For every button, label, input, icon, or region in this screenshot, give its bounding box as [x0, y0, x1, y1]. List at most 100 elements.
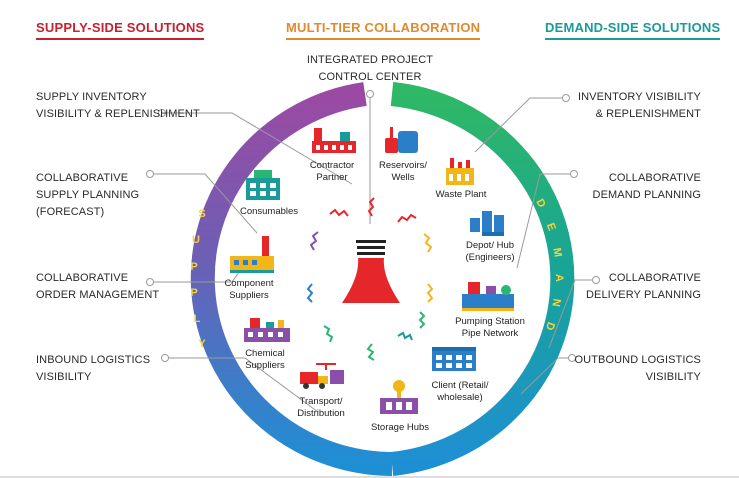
- node-line: Consumables: [239, 206, 299, 217]
- center-title-line-2: CONTROL CENTER: [318, 71, 422, 83]
- connector-right-4: [520, 357, 572, 395]
- node-line: Contractor: [309, 160, 355, 171]
- node-chemical-suppliers: Chemical Suppliers: [234, 348, 296, 372]
- connector-left-4: [165, 357, 319, 413]
- node-line: Storage Hubs: [370, 422, 430, 433]
- label-collaborative-order-management: COLLABORATIVE ORDER MANAGEMENT: [36, 270, 159, 304]
- label-line: INVENTORY VISIBILITY: [577, 91, 701, 103]
- center-title: INTEGRATED PROJECT CONTROL CENTER: [302, 52, 438, 86]
- waste-plant-icon: [446, 158, 474, 185]
- label-inbound-logistics: INBOUND LOGISTICS VISIBILITY: [36, 352, 150, 386]
- node-line: Pumping Station: [455, 316, 525, 327]
- ray-left-2: [306, 283, 314, 303]
- label-inventory-visibility: INVENTORY VISIBILITY & REPLENISHMENT: [578, 89, 701, 123]
- label-line: COLLABORATIVE: [36, 272, 129, 284]
- label-line: OUTBOUND LOGISTICS: [574, 354, 701, 366]
- demand-arc: [390, 82, 575, 476]
- label-outbound-logistics: OUTBOUND LOGISTICS VISIBILITY: [575, 352, 701, 386]
- storage-hubs-icon: [380, 380, 418, 414]
- chemical-suppliers-icon: [244, 318, 290, 342]
- ray-right-2: [426, 283, 434, 303]
- label-line: VISIBILITY: [36, 371, 92, 383]
- node-client: Client (Retail/ wholesale): [420, 380, 500, 404]
- node-line: Pipe Network: [461, 328, 519, 339]
- ray-top-right: [397, 213, 417, 223]
- node-line: Client (Retail/: [431, 380, 489, 391]
- node-line: Partner: [316, 172, 348, 183]
- arc-letter-e: E: [544, 221, 558, 232]
- label-line: COLLABORATIVE: [608, 172, 701, 184]
- node-transport-distribution: Transport/ Distribution: [286, 396, 356, 420]
- arc-letter-y: Y: [198, 338, 206, 350]
- node-line: Depot/ Hub: [465, 240, 515, 251]
- label-line: (FORECAST): [36, 206, 105, 218]
- consumables-icon: [246, 170, 280, 200]
- node-component-suppliers: Component Suppliers: [214, 278, 284, 302]
- label-line: DELIVERY PLANNING: [585, 289, 701, 301]
- label-line: INBOUND LOGISTICS: [36, 354, 151, 366]
- reservoirs-icon: [385, 127, 418, 153]
- label-line: DEMAND PLANNING: [592, 189, 701, 201]
- contractor-icon: [312, 128, 356, 153]
- ray-bottom: [366, 343, 375, 361]
- node-contractor-partner: Contractor Partner: [302, 160, 362, 184]
- node-line: Suppliers: [245, 360, 285, 371]
- ray-left-3: [323, 325, 334, 343]
- connector-right-2: [516, 173, 574, 269]
- node-waste-plant: Waste Plant: [430, 189, 492, 201]
- arc-letter-p2: P: [190, 287, 197, 299]
- client-icon: [432, 347, 476, 371]
- label-line: SUPPLY INVENTORY: [36, 91, 147, 103]
- arc-letter-m: M: [550, 247, 563, 258]
- node-line: Component: [224, 278, 274, 289]
- connector-left-2: [150, 173, 258, 234]
- label-collaborative-supply-planning: COLLABORATIVE SUPPLY PLANNING (FORECAST): [36, 170, 139, 221]
- label-collaborative-delivery-planning: COLLABORATIVE DELIVERY PLANNING: [586, 270, 701, 304]
- node-line: wholesale): [437, 392, 483, 403]
- label-collaborative-demand-planning: COLLABORATIVE DEMAND PLANNING: [593, 170, 701, 204]
- label-line: COLLABORATIVE: [608, 272, 701, 284]
- node-line: (Engineers): [465, 252, 515, 263]
- demand-side-header: DEMAND-SIDE SOLUTIONS: [545, 20, 721, 40]
- arc-letter-d2: D: [543, 320, 557, 332]
- bottom-divider: [0, 476, 739, 478]
- label-line: & REPLENISHMENT: [595, 108, 701, 120]
- node-reservoirs-wells: Reservoirs/ Wells: [372, 160, 434, 184]
- arc-letter-p1: P: [190, 261, 197, 273]
- label-line: ORDER MANAGEMENT: [36, 289, 160, 301]
- arc-letter-n: N: [549, 298, 562, 308]
- node-line: Suppliers: [229, 290, 269, 301]
- ray-right-1: [423, 233, 433, 253]
- connector-left-1: [162, 112, 353, 185]
- transport-icon: [300, 363, 344, 389]
- label-supply-inventory: SUPPLY INVENTORY VISIBILITY & REPLENISHM…: [36, 89, 200, 123]
- pumping-station-icon: [462, 282, 514, 311]
- label-line: COLLABORATIVE: [36, 172, 129, 184]
- node-line: Transport/: [299, 396, 343, 407]
- label-line: SUPPLY PLANNING: [36, 189, 140, 201]
- multi-tier-header: MULTI-TIER COLLABORATION: [286, 20, 481, 40]
- ray-bottom-right: [397, 331, 413, 341]
- node-line: Wells: [391, 172, 415, 183]
- node-line: Waste Plant: [435, 189, 487, 200]
- component-suppliers-icon: [230, 236, 274, 273]
- label-line: VISIBILITY: [645, 371, 701, 383]
- node-line: Distribution: [297, 408, 345, 419]
- supply-arc: [190, 82, 393, 476]
- depot-icon: [470, 211, 504, 236]
- ray-left-1: [309, 231, 319, 251]
- connector-right-1: [474, 97, 566, 153]
- arc-letter-u: U: [192, 234, 200, 246]
- arc-letter-a: A: [553, 274, 565, 282]
- connector-right-3: [548, 279, 596, 349]
- node-consumables: Consumables: [234, 206, 304, 218]
- ray-top: [367, 197, 375, 217]
- node-line: Reservoirs/: [378, 160, 428, 171]
- center-title-line-1: INTEGRATED PROJECT: [306, 54, 434, 66]
- node-line: Chemical: [245, 348, 285, 359]
- arc-letter-l: L: [194, 313, 201, 325]
- node-depot-hub: Depot/ Hub (Engineers): [454, 240, 526, 264]
- node-storage-hubs: Storage Hubs: [364, 422, 436, 434]
- node-pumping-station: Pumping Station Pipe Network: [448, 316, 532, 340]
